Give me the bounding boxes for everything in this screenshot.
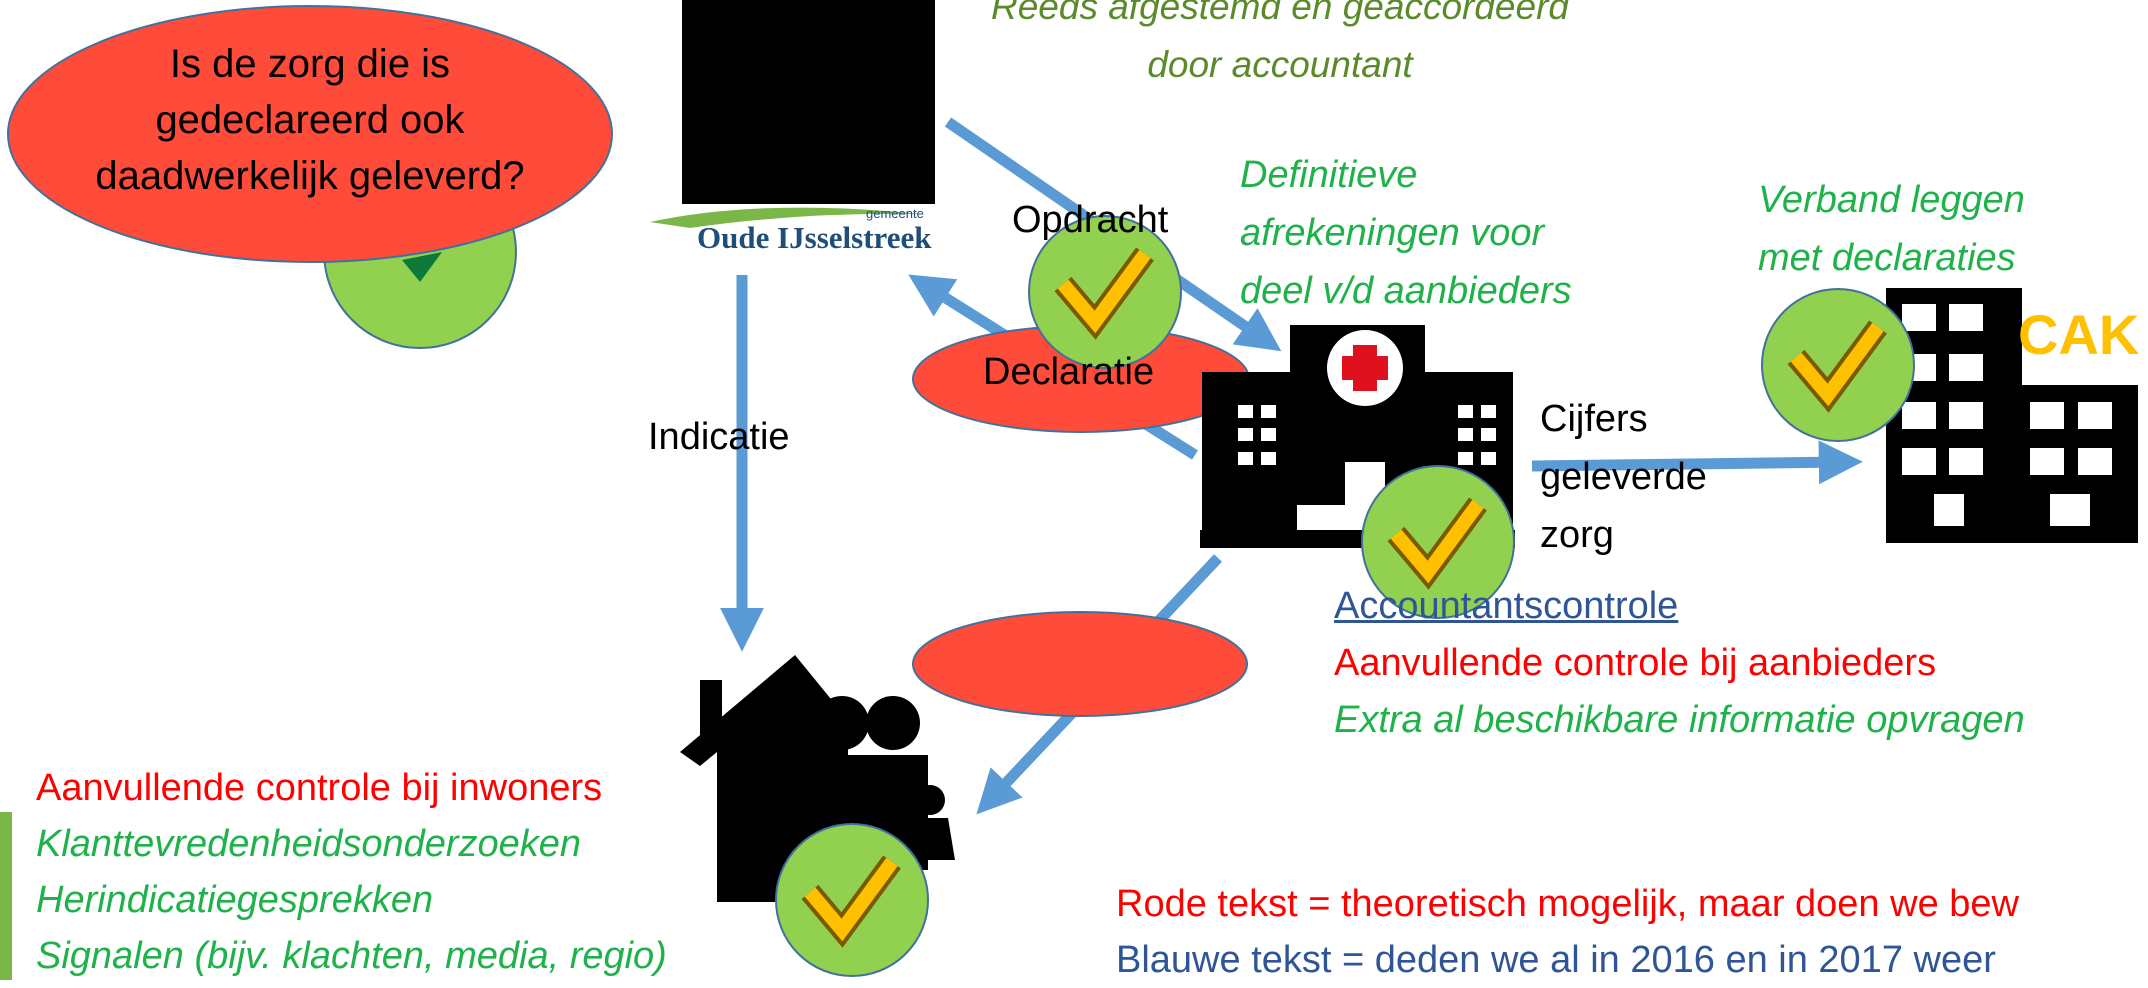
resident-item-1: Klanttevredenheidsonderzoeken xyxy=(36,823,582,865)
provider-extra-info: Extra al beschikbare informatie opvragen xyxy=(1334,699,2025,741)
accountant-control: Accountantscontrole xyxy=(1334,585,1679,627)
logo-name: Oude IJsselstreek xyxy=(697,220,932,255)
question-bubble xyxy=(7,5,613,263)
cijfers-line-1: Cijfers xyxy=(1540,398,1648,440)
question-line-3: daadwerkelijk geleverd? xyxy=(95,154,525,198)
red-oval-lower xyxy=(912,611,1248,717)
logo-small-label: gemeente xyxy=(866,206,924,221)
top-note-line-2: door accountant xyxy=(1147,44,1413,85)
resident-controls: Aanvullende controle bij inwoners Klantt… xyxy=(36,760,667,984)
left-accent-bar xyxy=(0,812,12,980)
cak-note-line-1: Verband leggen xyxy=(1758,179,2025,221)
cijfers-line-2: geleverde xyxy=(1540,456,1707,498)
question-line-1: Is de zorg die is xyxy=(169,42,451,86)
label-declaratie: Declaratie xyxy=(983,351,1155,393)
logo-swoosh xyxy=(650,207,922,228)
check-icon-residents xyxy=(776,824,928,976)
top-note-line-1: Reeds afgestemd en geaccordeerd xyxy=(991,0,1569,27)
provider-note-line-3: deel v/d aanbieders xyxy=(1240,270,1572,312)
provider-note-line-2: afrekeningen voor xyxy=(1240,212,1545,254)
legend-blue: Blauwe tekst = deden we al in 2016 en in… xyxy=(1116,939,1996,981)
question-line-2: gedeclareerd ook xyxy=(155,98,465,142)
cak-note-line-2: met declaraties xyxy=(1758,237,2016,279)
legend: Rode tekst = theoretisch mogelijk, maar … xyxy=(1116,876,2019,988)
label-cijfers: Cijfers geleverde zorg xyxy=(1540,390,1707,564)
resident-item-3: Signalen (bijv. klachten, media, regio) xyxy=(36,935,667,977)
provider-extra-control: Aanvullende controle bij aanbieders xyxy=(1334,642,1937,684)
resident-extra-control: Aanvullende controle bij inwoners xyxy=(36,767,603,809)
provider-note-line-1: Definitieve xyxy=(1240,154,1418,196)
cijfers-line-3: zorg xyxy=(1540,514,1614,556)
check-icon-cak xyxy=(1762,289,1914,441)
top-note: Reeds afgestemd en geaccordeerd door acc… xyxy=(880,0,1680,94)
cak-building-icon xyxy=(1886,288,2138,543)
cak-label: CAK xyxy=(2018,303,2140,366)
label-opdracht: Opdracht xyxy=(1012,199,1169,241)
resident-item-2: Herindicatiegesprekken xyxy=(36,879,434,921)
provider-note: Definitieve afrekeningen voor deel v/d a… xyxy=(1240,146,1572,320)
label-indicatie: Indicatie xyxy=(648,416,790,458)
legend-red: Rode tekst = theoretisch mogelijk, maar … xyxy=(1116,883,2019,925)
provider-controls: Accountantscontrole Aanvullende controle… xyxy=(1334,578,2025,749)
question-text: Is de zorg die is gedeclareerd ook daadw… xyxy=(60,36,560,204)
municipality-image xyxy=(682,0,935,204)
cak-note: Verband leggen met declaraties xyxy=(1758,171,2025,287)
arrow-cijfers xyxy=(1531,440,1863,485)
